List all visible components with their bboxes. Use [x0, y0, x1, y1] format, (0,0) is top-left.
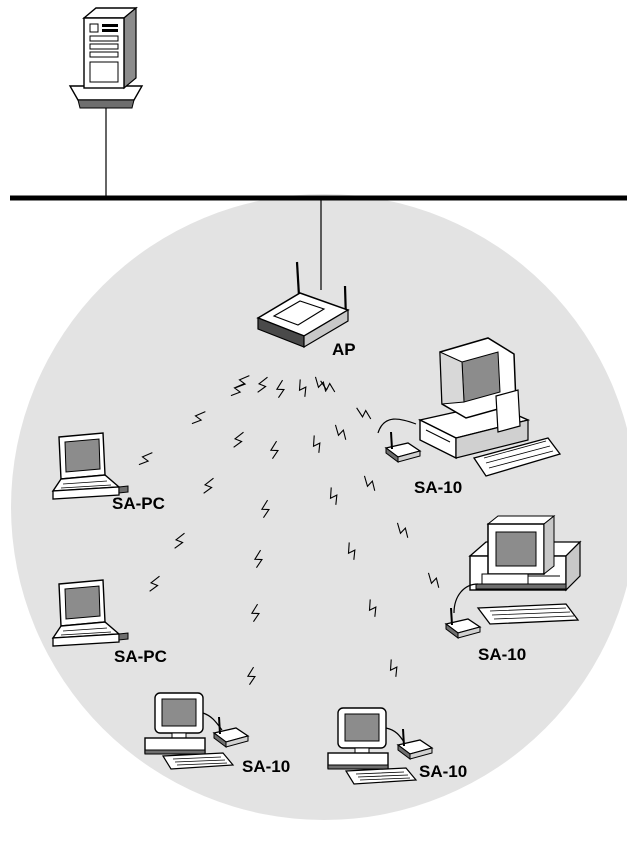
- sa10-label-bottom-left: SA-10: [242, 758, 290, 775]
- sa10-label-middle-right: SA-10: [478, 646, 526, 663]
- sa10-label-bottom-center: SA-10: [419, 763, 467, 780]
- wireless-coverage-area: [11, 194, 627, 820]
- server-icon: [70, 8, 142, 108]
- ap-label: AP: [332, 341, 356, 358]
- sa10-label-upper-right: SA-10: [414, 479, 462, 496]
- sa-pc-label-lower: SA-PC: [114, 648, 167, 665]
- sa-pc-label-upper: SA-PC: [112, 495, 165, 512]
